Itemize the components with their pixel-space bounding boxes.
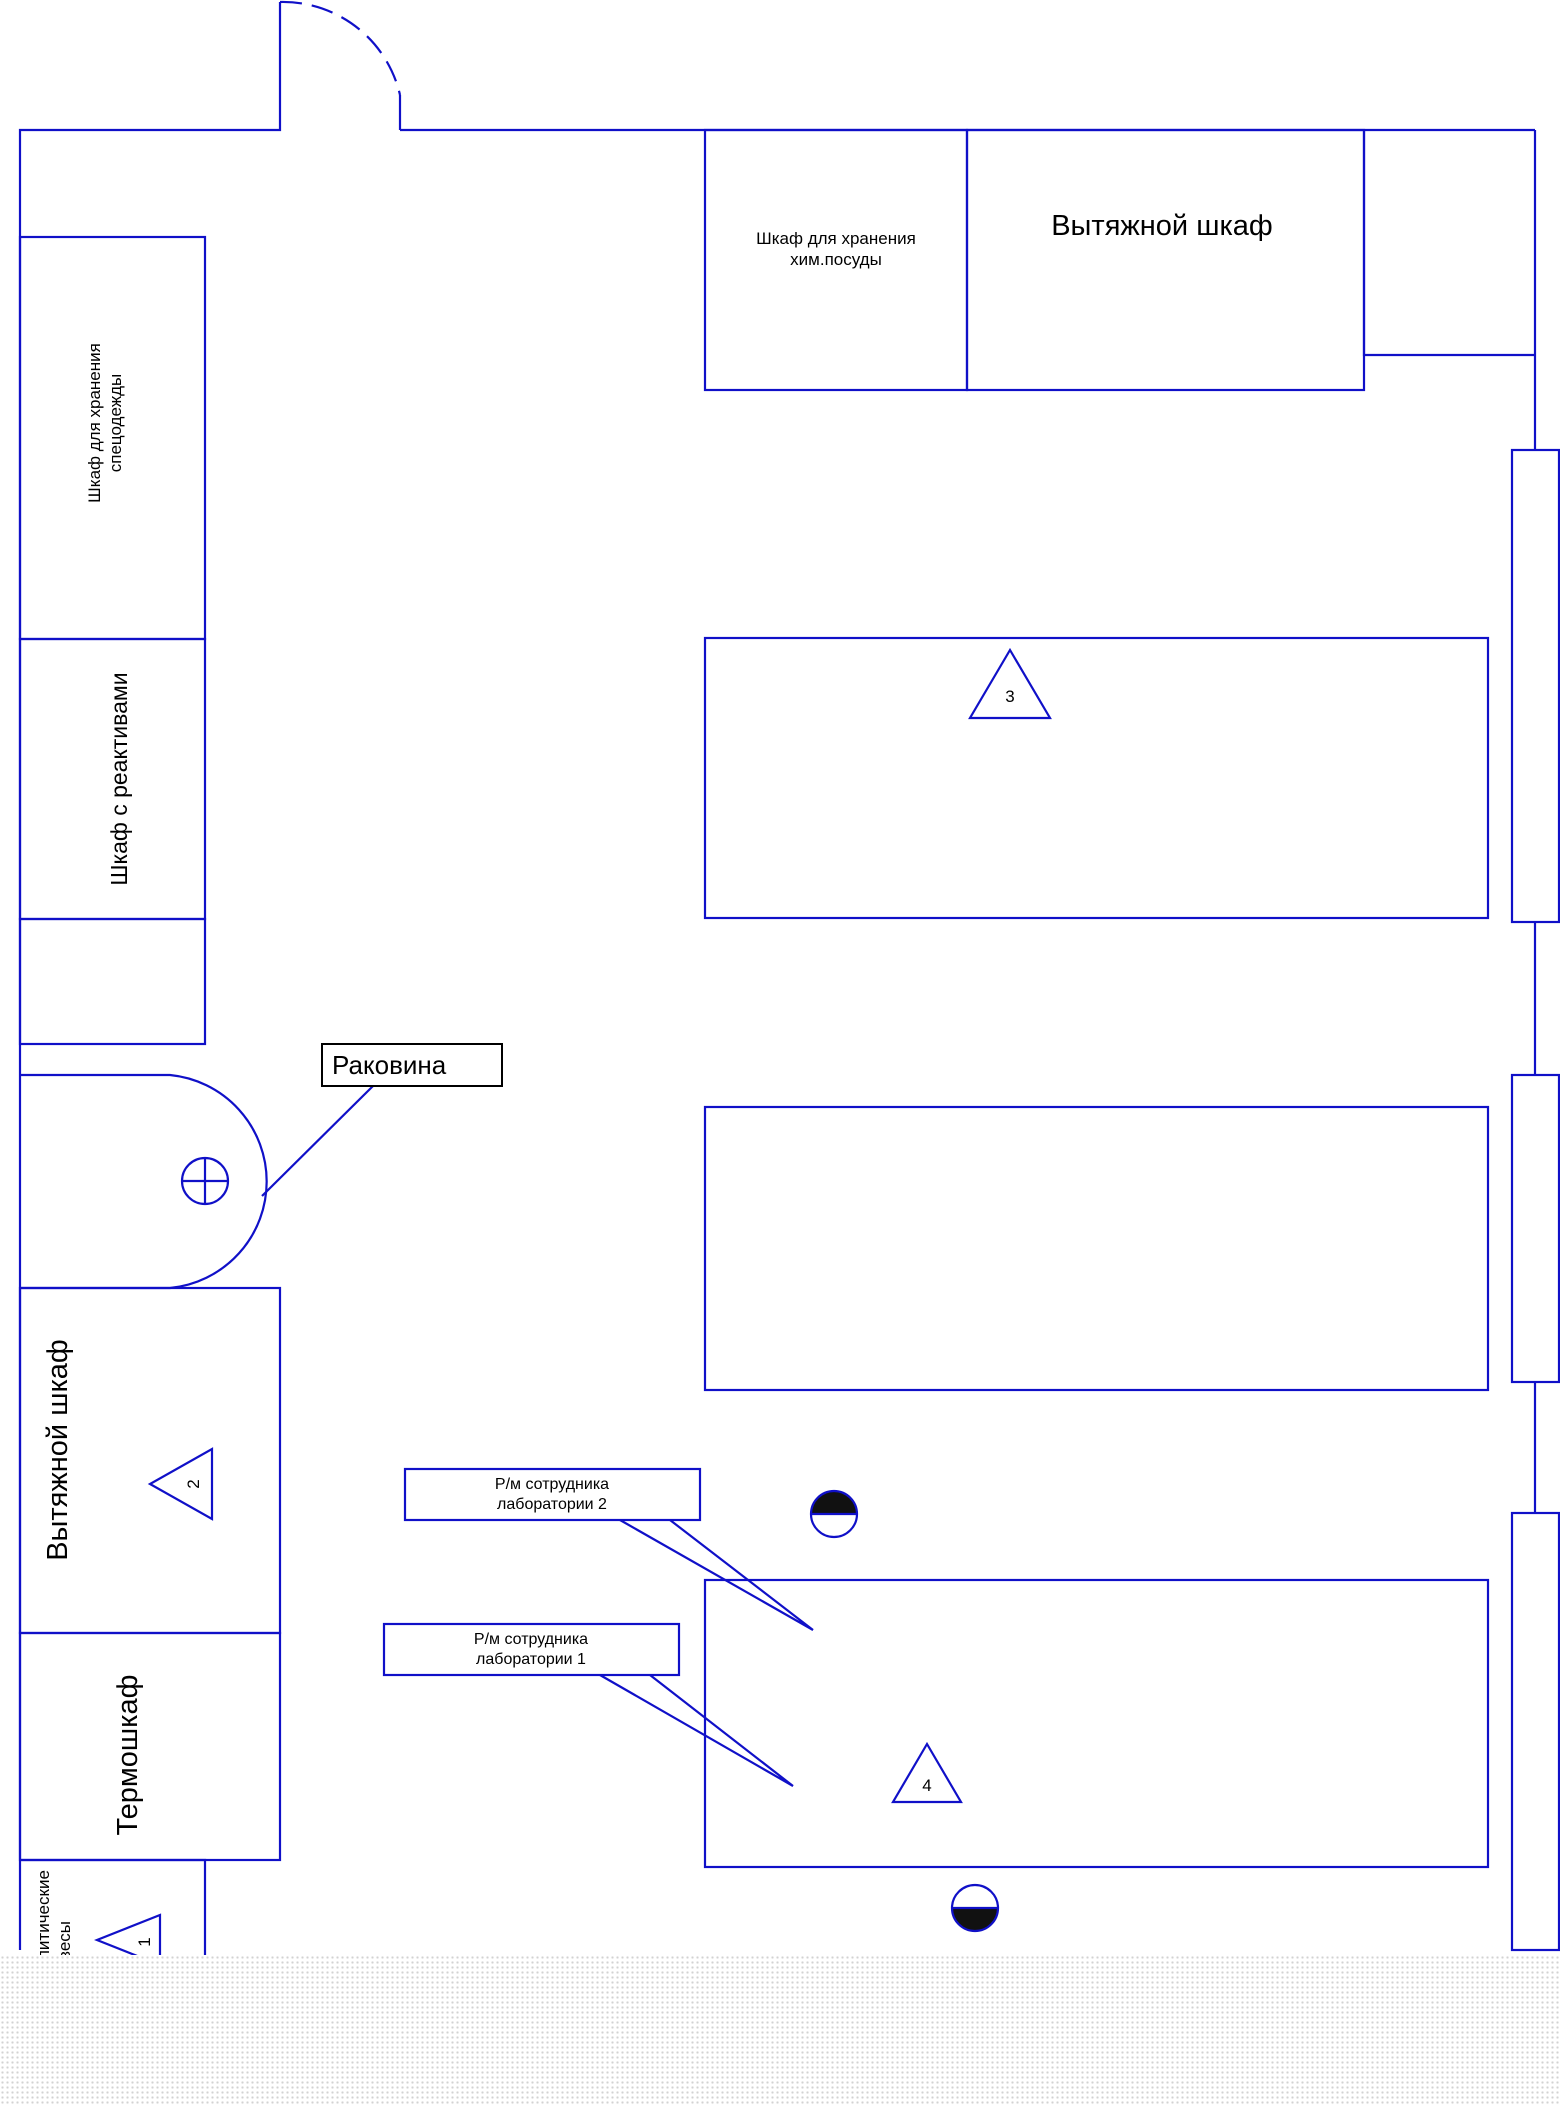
cabinet-chem-glassware: Шкаф для хранения хим.посуды: [703, 128, 969, 392]
workplace-1-label-line1: Р/м сотрудника: [474, 1631, 588, 1648]
marker-2-icon: 2: [147, 1447, 214, 1521]
cabinet-reagents-label: Шкаф с реактивами: [106, 672, 132, 885]
fume-hood-left: Вытяжной шкаф 2: [18, 1286, 282, 1635]
marker-1-icon: 1: [94, 1913, 162, 1967]
marker-4-label: 4: [922, 1776, 931, 1795]
marker-2-label: 2: [184, 1479, 203, 1488]
marker-3-label: 3: [1005, 687, 1014, 706]
sink-label: Раковина: [332, 1050, 447, 1080]
cabinet-workwear: Шкаф для хранения спецодежды: [18, 235, 207, 641]
cabinet-chem-glassware-label-line1: Шкаф для хранения: [756, 229, 916, 248]
half-filled-circle-icon: [809, 1489, 859, 1539]
fume-hood-left-label: Вытяжной шкаф: [42, 1339, 74, 1561]
marker-3-icon: 3: [968, 647, 1052, 720]
balance-label-line1: литические: [34, 1870, 53, 1960]
cabinet-empty: [18, 917, 207, 1046]
cabinet-workwear-label-line1: Шкаф для хранения: [85, 343, 104, 503]
lab-table-middle: [703, 1105, 1490, 1392]
workplace-2-callout: Р/м сотрудника лаборатории 2: [403, 1467, 814, 1631]
thermo-cabinet: Термошкаф: [18, 1631, 282, 1862]
thermo-cabinet-label: Термошкаф: [112, 1675, 144, 1836]
marker-1-label: 1: [135, 1937, 154, 1946]
window-1: [1510, 448, 1560, 924]
dotted-crop-area: [0, 1955, 1560, 2105]
cabinet-reagents: Шкаф с реактивами: [18, 637, 207, 921]
door-icon: [279, 0, 402, 96]
window-2: [1510, 1073, 1560, 1384]
workplace-2-label-line1: Р/м сотрудника: [495, 1476, 609, 1493]
balance-label-line2: весы: [55, 1921, 74, 1960]
window-3: [1510, 1511, 1560, 1952]
workplace-2-label-line2: лаборатории 2: [497, 1496, 607, 1513]
cabinet-chem-glassware-label-line2: хим.посуды: [790, 250, 882, 269]
analytical-balance: литические весы 1: [20, 1858, 207, 1967]
fume-hood-top: Вытяжной шкаф: [965, 128, 1366, 392]
workplace-1-callout: Р/м сотрудника лаборатории 1: [382, 1622, 794, 1787]
drain-icon: [180, 1156, 230, 1206]
half-filled-circle-icon: [950, 1883, 1000, 1933]
sink: Раковина: [20, 1043, 503, 1290]
lab-table-top: 3: [703, 636, 1490, 920]
marker-4-icon: 4: [891, 1741, 963, 1804]
lab-table-bottom: 4: [703, 1578, 1490, 1869]
cabinet-workwear-label-line2: спецодежды: [106, 374, 125, 472]
fume-hood-top-label: Вытяжной шкаф: [1051, 210, 1273, 242]
walls: [18, 2, 1537, 1950]
workplace-1-label-line2: лаборатории 1: [476, 1651, 586, 1668]
corner-block: [1362, 130, 1535, 357]
